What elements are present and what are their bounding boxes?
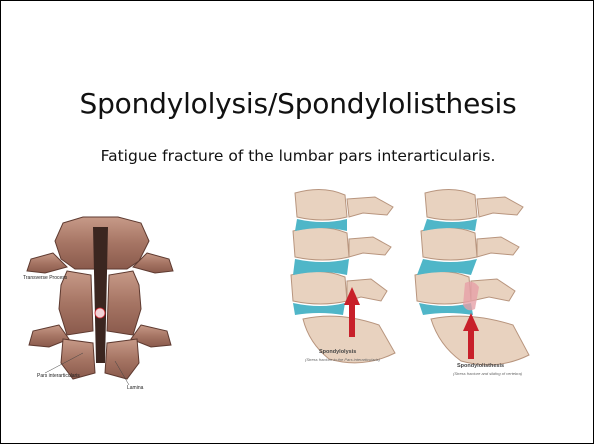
spondylolisthesis-illustration: Spondylolisthesis (Stress fracture and s…	[413, 183, 558, 378]
slide-title: Spondylolysis/Spondylolisthesis	[1, 87, 594, 120]
transverse-process-label: Transverse Process	[23, 275, 68, 281]
spondylolisthesis-caption-detail: (Stress fracture and sliding of vertebra…	[453, 371, 523, 376]
spondylolysis-caption-title: Spondylolysis	[319, 349, 356, 355]
arrow-up-icon	[349, 303, 355, 337]
vertebra-posterior-illustration: Transverse Process Pars interarticularis…	[23, 213, 178, 395]
slide-subtitle: Fatigue fracture of the lumbar pars inte…	[1, 147, 594, 165]
spondylolisthesis-caption-title: Spondylolisthesis	[457, 363, 504, 369]
spondylolysis-caption-detail: (Stress fracture in the Pars interarticu…	[305, 357, 381, 362]
lamina-label: Lamina	[127, 385, 144, 391]
spondylolysis-illustration: Spondylolysis (Stress fracture in the Pa…	[283, 183, 413, 373]
arrow-up-icon	[468, 329, 474, 359]
pars-label: Pars interarticularis	[37, 373, 80, 379]
